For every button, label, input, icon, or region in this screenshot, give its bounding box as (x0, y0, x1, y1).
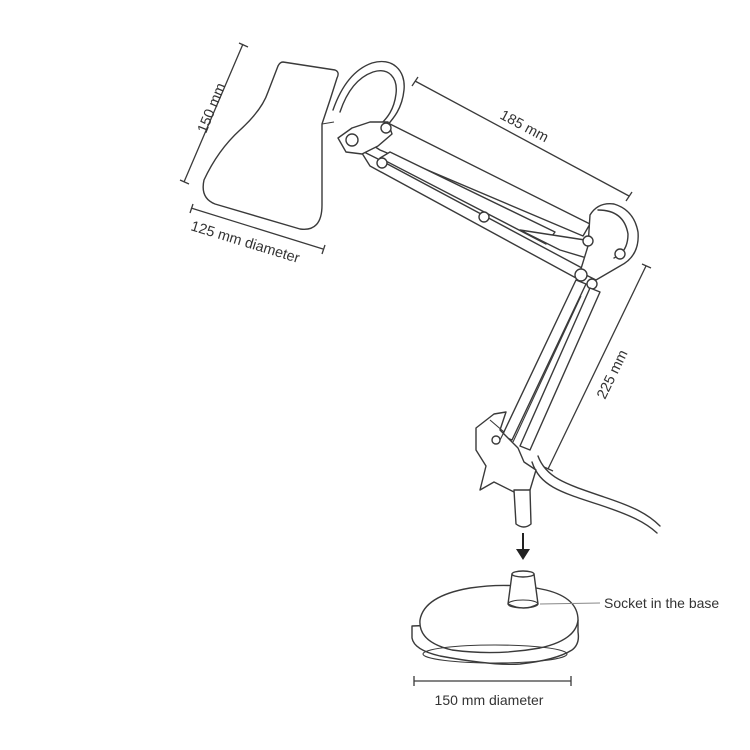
label-lower-arm: 225 mm (594, 348, 631, 402)
lower-bracket (475, 411, 537, 493)
label-socket: Socket in the base (604, 595, 719, 611)
label-shade-height: 150 mm (195, 81, 229, 136)
lamp-shade (202, 61, 339, 230)
base-socket (507, 570, 539, 609)
label-base-diameter: 150 mm diameter (435, 692, 544, 708)
base-peg (513, 489, 532, 528)
upper-arm (351, 123, 601, 279)
down-arrow-icon (516, 533, 530, 560)
elbow-joint (574, 203, 639, 290)
dim-shade-diameter (189, 203, 326, 255)
socket-leader-line (539, 602, 601, 605)
shade-joint (337, 121, 490, 223)
power-cord (531, 461, 658, 534)
dim-shade-height (179, 42, 249, 185)
spring-loop (332, 60, 405, 129)
dim-upper-arm (411, 76, 633, 202)
lower-arm (501, 279, 601, 451)
label-upper-arm: 185 mm (497, 107, 551, 146)
lamp-base (411, 584, 580, 665)
dim-base-diameter (413, 676, 572, 686)
dim-lower-arm (543, 263, 652, 472)
label-shade-diameter: 125 mm diameter (189, 219, 302, 267)
